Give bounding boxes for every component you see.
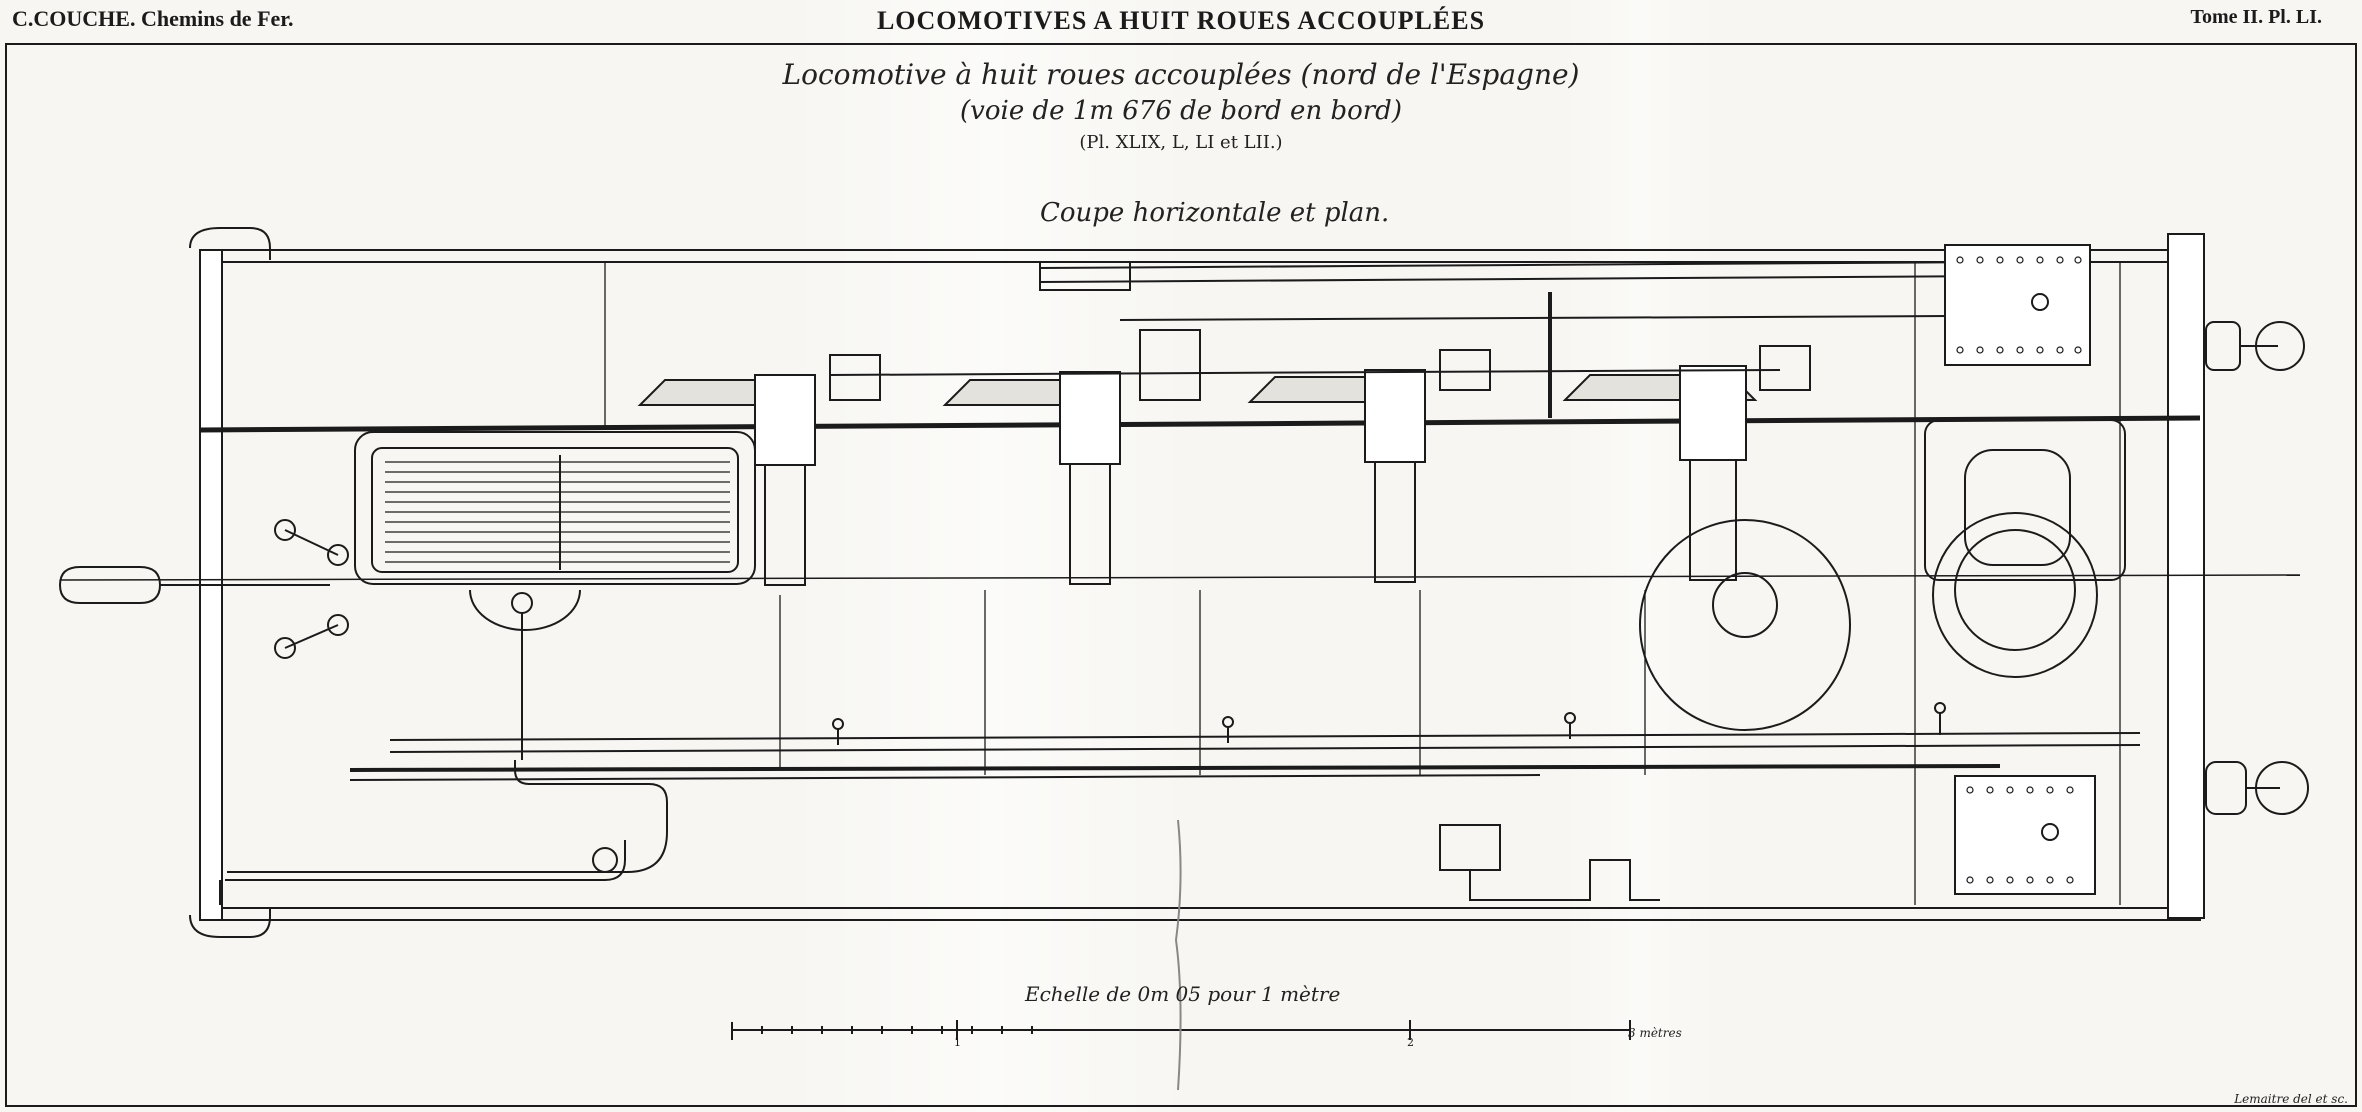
steam-chest-upper — [1944, 244, 2091, 366]
lever-pivot-1 — [274, 519, 296, 541]
scale-tick-1-label: 1 — [954, 1036, 961, 1049]
scale-tick-2-label: 2 — [1407, 1036, 1414, 1049]
header-volume-plate: Tome II. Pl. LI. — [2190, 6, 2322, 28]
driving-wheel-small-hub — [1954, 529, 2076, 651]
steam-chest-bolts — [1956, 256, 2082, 884]
header-left-author: C.COUCHE. Chemins de Fer. — [12, 6, 294, 31]
lever-arm-2 — [284, 624, 339, 649]
steam-chest-gland — [2031, 293, 2049, 311]
lever-pivot-2 — [327, 544, 349, 566]
slide-rod-1 — [1039, 261, 2001, 269]
scale-caption: Echelle de 0m 05 pour 1 mètre — [1025, 982, 1341, 1006]
firebox-outer — [354, 431, 756, 585]
scale-end-label: 3 mètres — [1628, 1026, 1682, 1040]
slide-rod-3 — [1119, 315, 1951, 321]
drawing-subtitle: Coupe horizontale et plan. — [1040, 198, 1390, 228]
drawing-gauge-note: (voie de 1m 676 de bord en bord) — [960, 96, 1402, 126]
front-buffer-bottom-face — [2255, 761, 2309, 815]
driving-wheel-large — [1639, 519, 1851, 731]
crosshead-upper — [1039, 261, 1131, 291]
rear-axle-center — [511, 592, 533, 614]
lever-arm-1 — [284, 529, 339, 556]
feed-pipe-left — [227, 760, 668, 873]
driving-wheel-large-hub — [1712, 572, 1778, 638]
fold-shadow-right — [1560, 0, 1720, 1112]
boiler-tubes — [385, 461, 730, 563]
firebox-inner — [371, 447, 739, 573]
section-centerline — [59, 574, 2301, 581]
injector-pipe — [225, 840, 626, 881]
plate-border — [5, 43, 2357, 1107]
driving-wheel-small — [1932, 512, 2098, 678]
rear-axlebox-arc — [469, 589, 581, 631]
axle-assemblies — [637, 329, 1811, 586]
fold-crease — [1174, 819, 1182, 1091]
cylinder-block — [1924, 419, 2126, 581]
front-buffer-bottom — [2205, 761, 2247, 815]
drawing-plate-refs: (Pl. XLIX, L, LI et LII.) — [1079, 132, 1283, 153]
drawbar-hook — [58, 566, 162, 604]
slide-rod-4 — [829, 369, 1781, 376]
fold-shadow-left — [780, 0, 1200, 1112]
rear-buffer-top — [189, 227, 271, 260]
injector-piping-right — [1439, 824, 1501, 871]
foot-plate — [349, 774, 1541, 781]
steam-chest-lower — [1954, 775, 2096, 895]
drawing-title: Locomotive à huit roues accouplées (nord… — [782, 58, 1580, 91]
rear-buffer-bottom — [189, 907, 271, 938]
brake-rod-upper — [389, 732, 2141, 741]
lever-pivot-3 — [274, 637, 296, 659]
front-buffer-top-face — [2255, 321, 2305, 371]
steam-chest-gland-lower — [2041, 823, 2059, 841]
injector-loop-right — [1469, 859, 1660, 901]
front-buffer-top — [2205, 321, 2241, 371]
frame-stays — [604, 262, 2121, 905]
slide-rod-2 — [1039, 275, 2001, 283]
cylinder-port — [1964, 449, 2071, 566]
injector-valve — [592, 847, 618, 873]
lower-frame-plate — [349, 764, 2001, 772]
lever-pivot-4 — [327, 614, 349, 636]
header-plate-title: LOCOMOTIVES A HUIT ROUES ACCOUPLÉES — [876, 6, 1486, 35]
brake-rod-lower — [389, 744, 2141, 753]
engraver-credit: Lemaitre del et sc. — [2234, 1092, 2348, 1106]
scale-bar-ticks — [731, 1020, 1631, 1040]
drain-cocks — [832, 702, 1946, 745]
upper-frame-plate — [199, 415, 2201, 433]
